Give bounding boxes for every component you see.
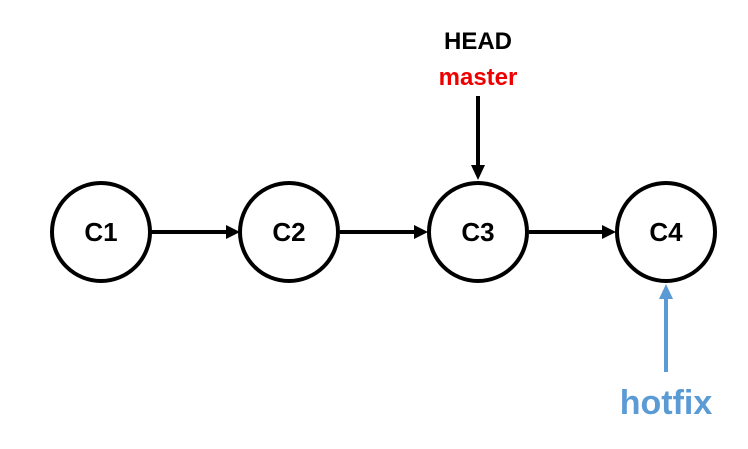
master-branch-label: master	[439, 64, 518, 91]
commit-node-c4[interactable]: C4	[615, 181, 717, 283]
commit-node-c1[interactable]: C1	[50, 181, 152, 283]
hotfix-branch-label: hotfix	[620, 384, 713, 422]
commit-node-c2[interactable]: C2	[238, 181, 340, 283]
commit-label-c4: C4	[649, 217, 683, 247]
commit-label-c1: C1	[84, 217, 117, 247]
edge-c1-c2-arrowhead	[226, 225, 240, 239]
hotfix-pointer-arrowhead	[659, 284, 673, 299]
head-ref-label: HEAD	[444, 28, 512, 55]
commit-label-c2: C2	[272, 217, 305, 247]
commit-label-c3: C3	[461, 217, 494, 247]
edge-c3-c4-arrowhead	[602, 225, 616, 239]
commit-node-c3[interactable]: C3	[427, 181, 529, 283]
head-pointer-arrowhead	[471, 165, 485, 180]
edge-c2-c3-arrowhead	[414, 225, 428, 239]
